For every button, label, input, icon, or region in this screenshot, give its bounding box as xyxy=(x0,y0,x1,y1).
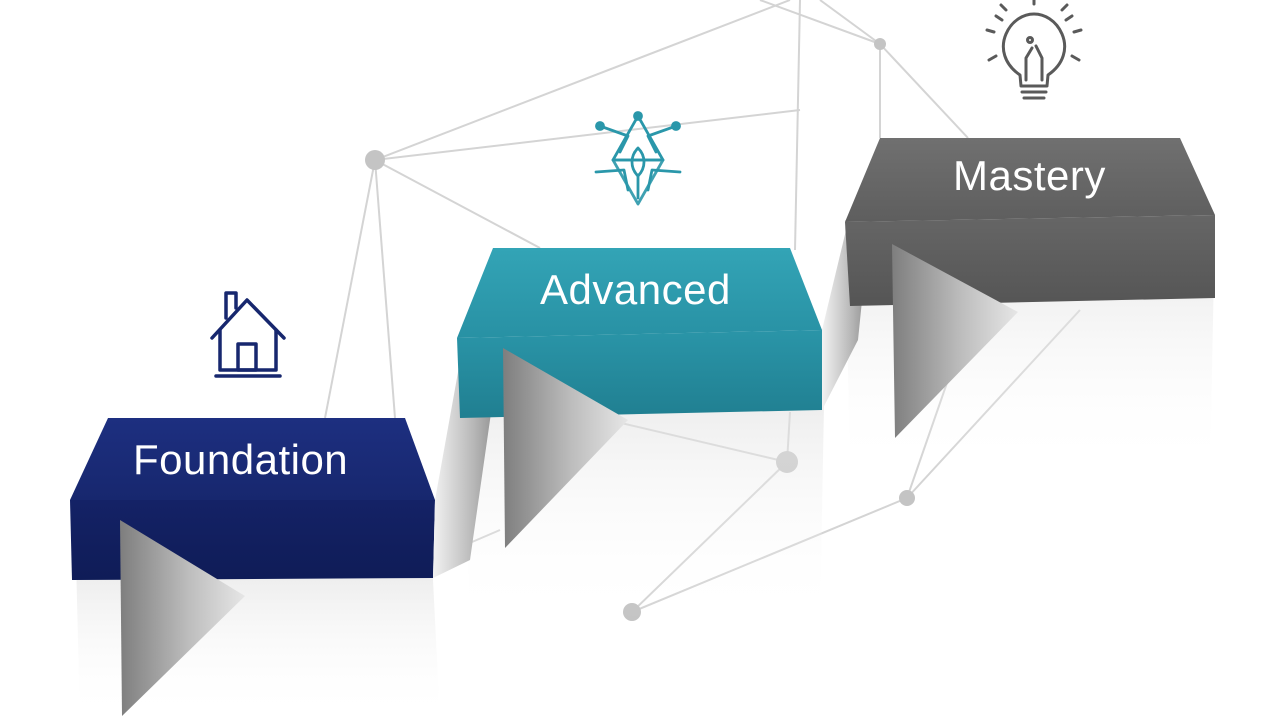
step-advanced xyxy=(457,222,870,548)
abstract-star-icon xyxy=(594,111,682,206)
house-icon xyxy=(210,291,286,378)
step-label-advanced: Advanced xyxy=(540,266,731,313)
lightbulb-icon xyxy=(985,0,1083,100)
step-mastery xyxy=(845,138,1215,438)
step-foundation xyxy=(70,350,500,716)
step-label-mastery: Mastery xyxy=(953,152,1106,199)
step-label-foundation: Foundation xyxy=(133,436,349,483)
